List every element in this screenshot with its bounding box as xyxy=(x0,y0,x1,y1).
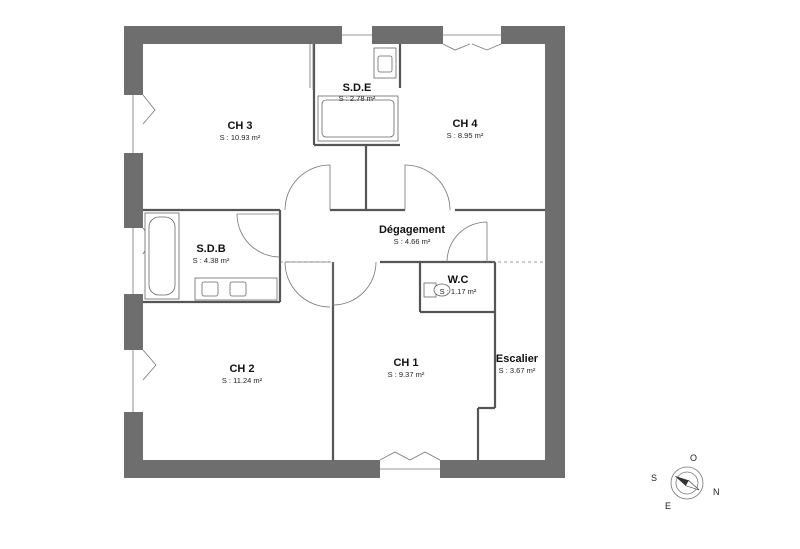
compass-north: N xyxy=(713,487,720,497)
room-area-degagement: S : 4.66 m² xyxy=(394,237,431,246)
room-area-wc: S : 1.17 m² xyxy=(440,287,477,296)
compass-south: S xyxy=(651,473,657,483)
room-area-escalier: S : 3.67 m² xyxy=(499,366,536,375)
room-name-ch4: CH 4 xyxy=(452,118,478,130)
room-area-ch4: S : 8.95 m² xyxy=(447,131,484,140)
compass-rose: N S E O xyxy=(651,453,720,511)
doors xyxy=(236,40,488,308)
room-area-ch1: S : 9.37 m² xyxy=(388,370,425,379)
sanitary-fixtures xyxy=(144,47,451,301)
room-name-escalier: Escalier xyxy=(496,353,539,365)
room-name-ch1: CH 1 xyxy=(393,357,418,369)
compass-east: E xyxy=(665,501,671,511)
room-labels: CH 3 S : 10.93 m² S.D.E S : 2.78 m² CH 4… xyxy=(193,82,539,385)
room-name-sde: S.D.E xyxy=(343,82,372,94)
room-area-sdb: S : 4.38 m² xyxy=(193,256,230,265)
room-name-ch3: CH 3 xyxy=(227,120,252,132)
room-name-sdb: S.D.B xyxy=(196,243,225,255)
room-area-sde: S : 2.78 m² xyxy=(339,94,376,103)
interior-walls xyxy=(143,44,545,460)
room-name-ch2: CH 2 xyxy=(229,363,254,375)
room-name-wc: W.C xyxy=(448,274,469,286)
room-area-ch3: S : 10.93 m² xyxy=(220,133,261,142)
room-area-ch2: S : 11.24 m² xyxy=(222,376,263,385)
windows xyxy=(124,26,502,478)
room-name-degagement: Dégagement xyxy=(379,224,445,236)
compass-west: O xyxy=(690,453,697,463)
